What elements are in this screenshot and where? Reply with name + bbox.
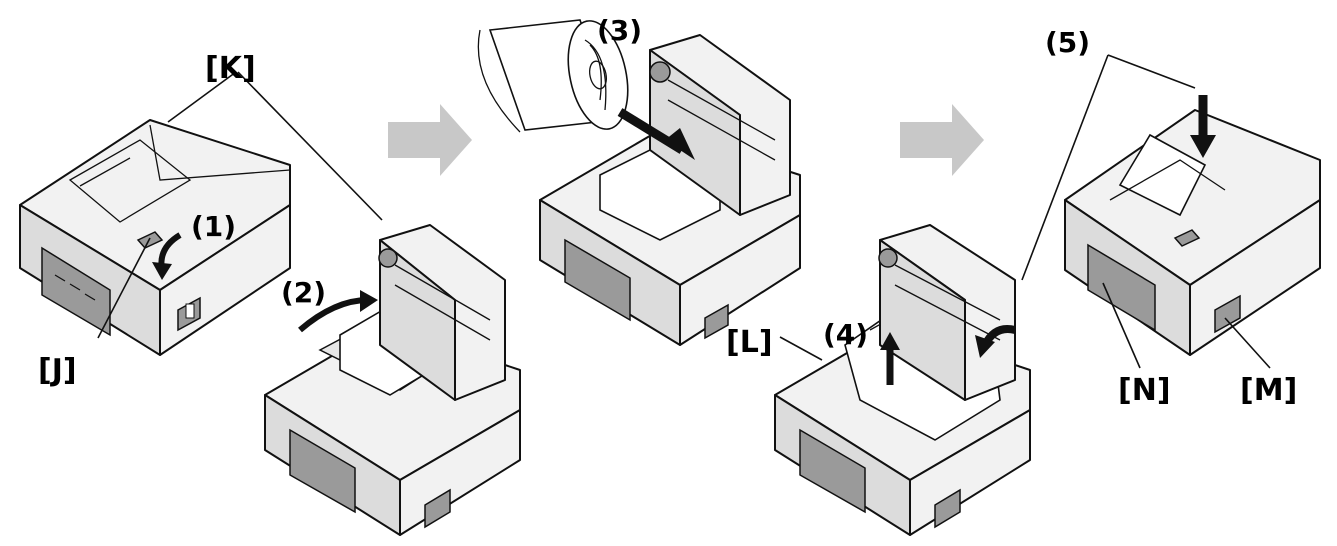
step-5: (5) xyxy=(1045,26,1090,59)
printer-roll-step3 xyxy=(539,34,801,346)
step-1: (1) xyxy=(191,210,236,243)
right-arrow-icon xyxy=(900,104,984,176)
label-L: [L] xyxy=(726,325,773,360)
label-M: [M] xyxy=(1240,373,1297,408)
label-N: [N] xyxy=(1118,373,1171,408)
step-3: (3) xyxy=(597,14,642,47)
step-4: (4) xyxy=(823,318,868,351)
right-arrow-icon xyxy=(388,104,472,176)
label-K: [K] xyxy=(205,51,256,86)
step-2: (2) xyxy=(281,276,326,309)
paper-roll xyxy=(477,19,629,133)
printer-closed-step5 xyxy=(1064,95,1321,356)
printer-paper-step4 xyxy=(774,224,1031,536)
printer-open-step2 xyxy=(264,224,521,536)
printer-closed-step1 xyxy=(19,119,291,356)
label-J: [J] xyxy=(38,353,77,388)
